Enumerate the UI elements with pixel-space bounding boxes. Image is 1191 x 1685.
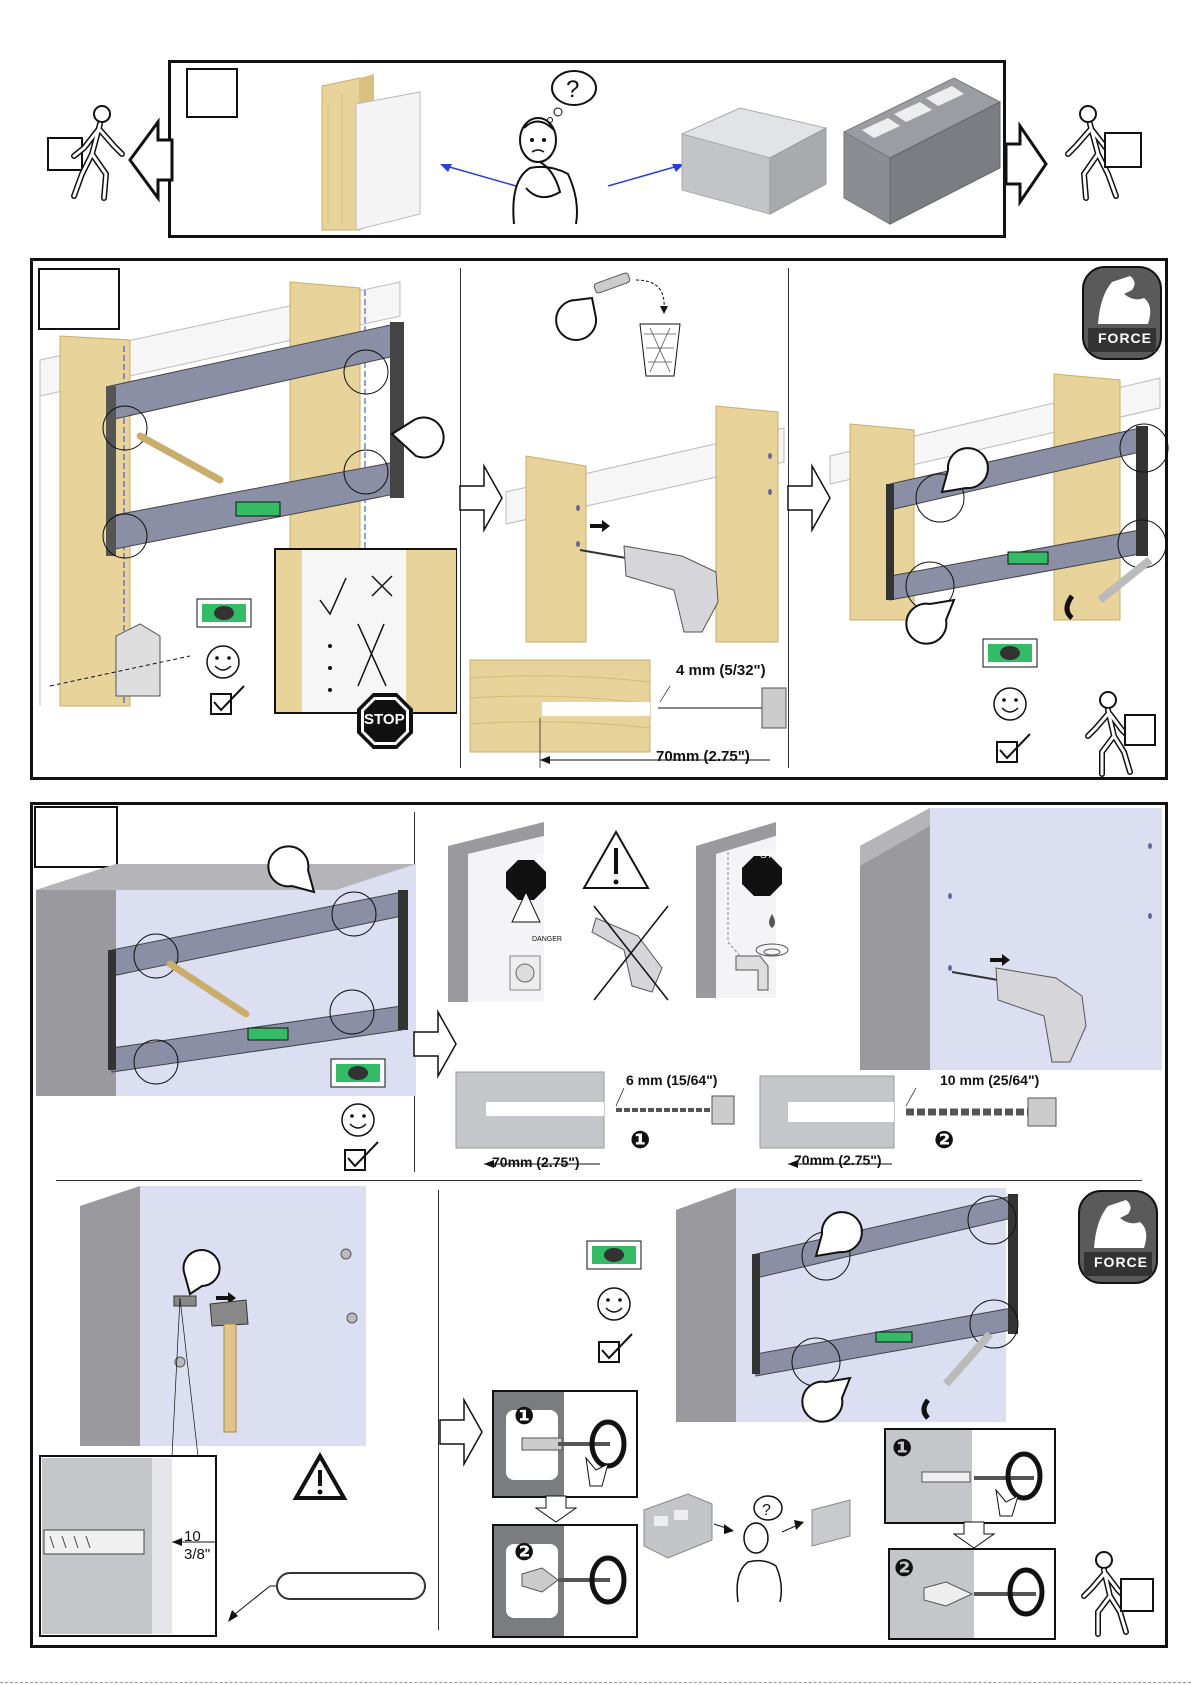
force-badge-label: FORCE [1094,1254,1148,1270]
stop-label: STOP [534,854,561,865]
drill-bit-size-label: 10 mm (25/64") [940,1072,1039,1088]
electrical-danger-warning-illustration [448,822,668,1004]
step-number-1: ❶ [630,1128,650,1154]
drilling-concrete-wall-illustration [860,806,1162,1070]
walking-man-icon [70,104,130,200]
smiley-icon [596,1286,632,1322]
force-badge-label: FORCE [1098,330,1152,346]
right-direction-arrow [1004,126,1048,202]
drill-bit-size-label: 6 mm (15/64") [626,1072,717,1088]
step-number-2: ❷ [514,1540,534,1566]
next-step-arrow [788,466,832,530]
panel-divider [56,1180,1142,1181]
danger-label: DANGER [532,936,562,943]
down-arrow [534,1496,578,1524]
next-step-arrow [440,1400,484,1464]
pointer-tag [812,1210,862,1260]
solid-concrete-block-illustration [680,106,830,216]
blue-arrow-left [438,160,518,190]
page-ref-box-right [1104,132,1142,168]
stop-label: STOP [760,850,787,861]
drill-depth-label: 70mm (2.75") [794,1152,882,1168]
pointer-tag [176,1246,222,1298]
spirit-level-icon [330,1058,386,1088]
page-edge-line [0,1682,1191,1684]
smiley-icon [340,1102,376,1138]
wood-stud-wall-illustration [320,74,420,234]
spirit-level-icon [196,598,252,628]
step-label-box [186,68,238,118]
pointer-tag [938,446,988,496]
drill-bit-size-label: 4 mm (5/32") [676,662,766,679]
checkbox-checked-icon [996,732,1032,764]
left-direction-arrow [130,122,174,198]
next-step-arrow [460,466,504,530]
smiley-icon [205,644,241,680]
pointer-tag [270,846,322,896]
checkbox-checked-icon [598,1332,634,1364]
smiley-icon [992,686,1028,722]
correct-hole-inset-art [276,550,456,712]
step-label-box [34,806,118,868]
page-ref-box [1120,1578,1154,1612]
step-number-1: ❶ [892,1436,912,1462]
hollow-cinder-block-illustration [842,76,1002,226]
screwing-bracket-studs-illustration [830,360,1170,620]
svg-text:?: ? [762,1502,771,1519]
next-step-arrow [414,1012,458,1076]
note-field [276,1572,426,1600]
drill-depth-label: 70mm (2.75") [492,1154,580,1170]
wall-type-question-illustration: ? [644,1484,850,1604]
spirit-level-icon [586,1240,642,1270]
svg-text:?: ? [566,76,579,103]
step-number-1: ❶ [514,1404,534,1430]
water-pipe-warning-illustration [696,822,806,998]
wall-plug-discard-icon [590,268,690,388]
step-number-2: ❷ [894,1556,914,1582]
checkbox-checked-icon [210,684,246,716]
warning-triangle-icon [294,1454,346,1500]
spirit-level-icon [982,638,1038,668]
pointer-tag [804,1374,854,1424]
drill-depth-label: 70mm (2.75") [656,748,750,765]
page-ref-box [1124,714,1156,746]
step-number-2: ❷ [934,1128,954,1154]
checkbox-checked-icon [344,1140,380,1172]
stop-sign-label: STOP [364,711,405,728]
pointer-tag [908,596,958,646]
down-arrow [952,1522,996,1550]
thinking-man-icon: ? [510,70,606,230]
drilling-studs-illustration [506,406,788,642]
pointer-tag [392,416,450,460]
blue-arrow-right [606,160,686,190]
